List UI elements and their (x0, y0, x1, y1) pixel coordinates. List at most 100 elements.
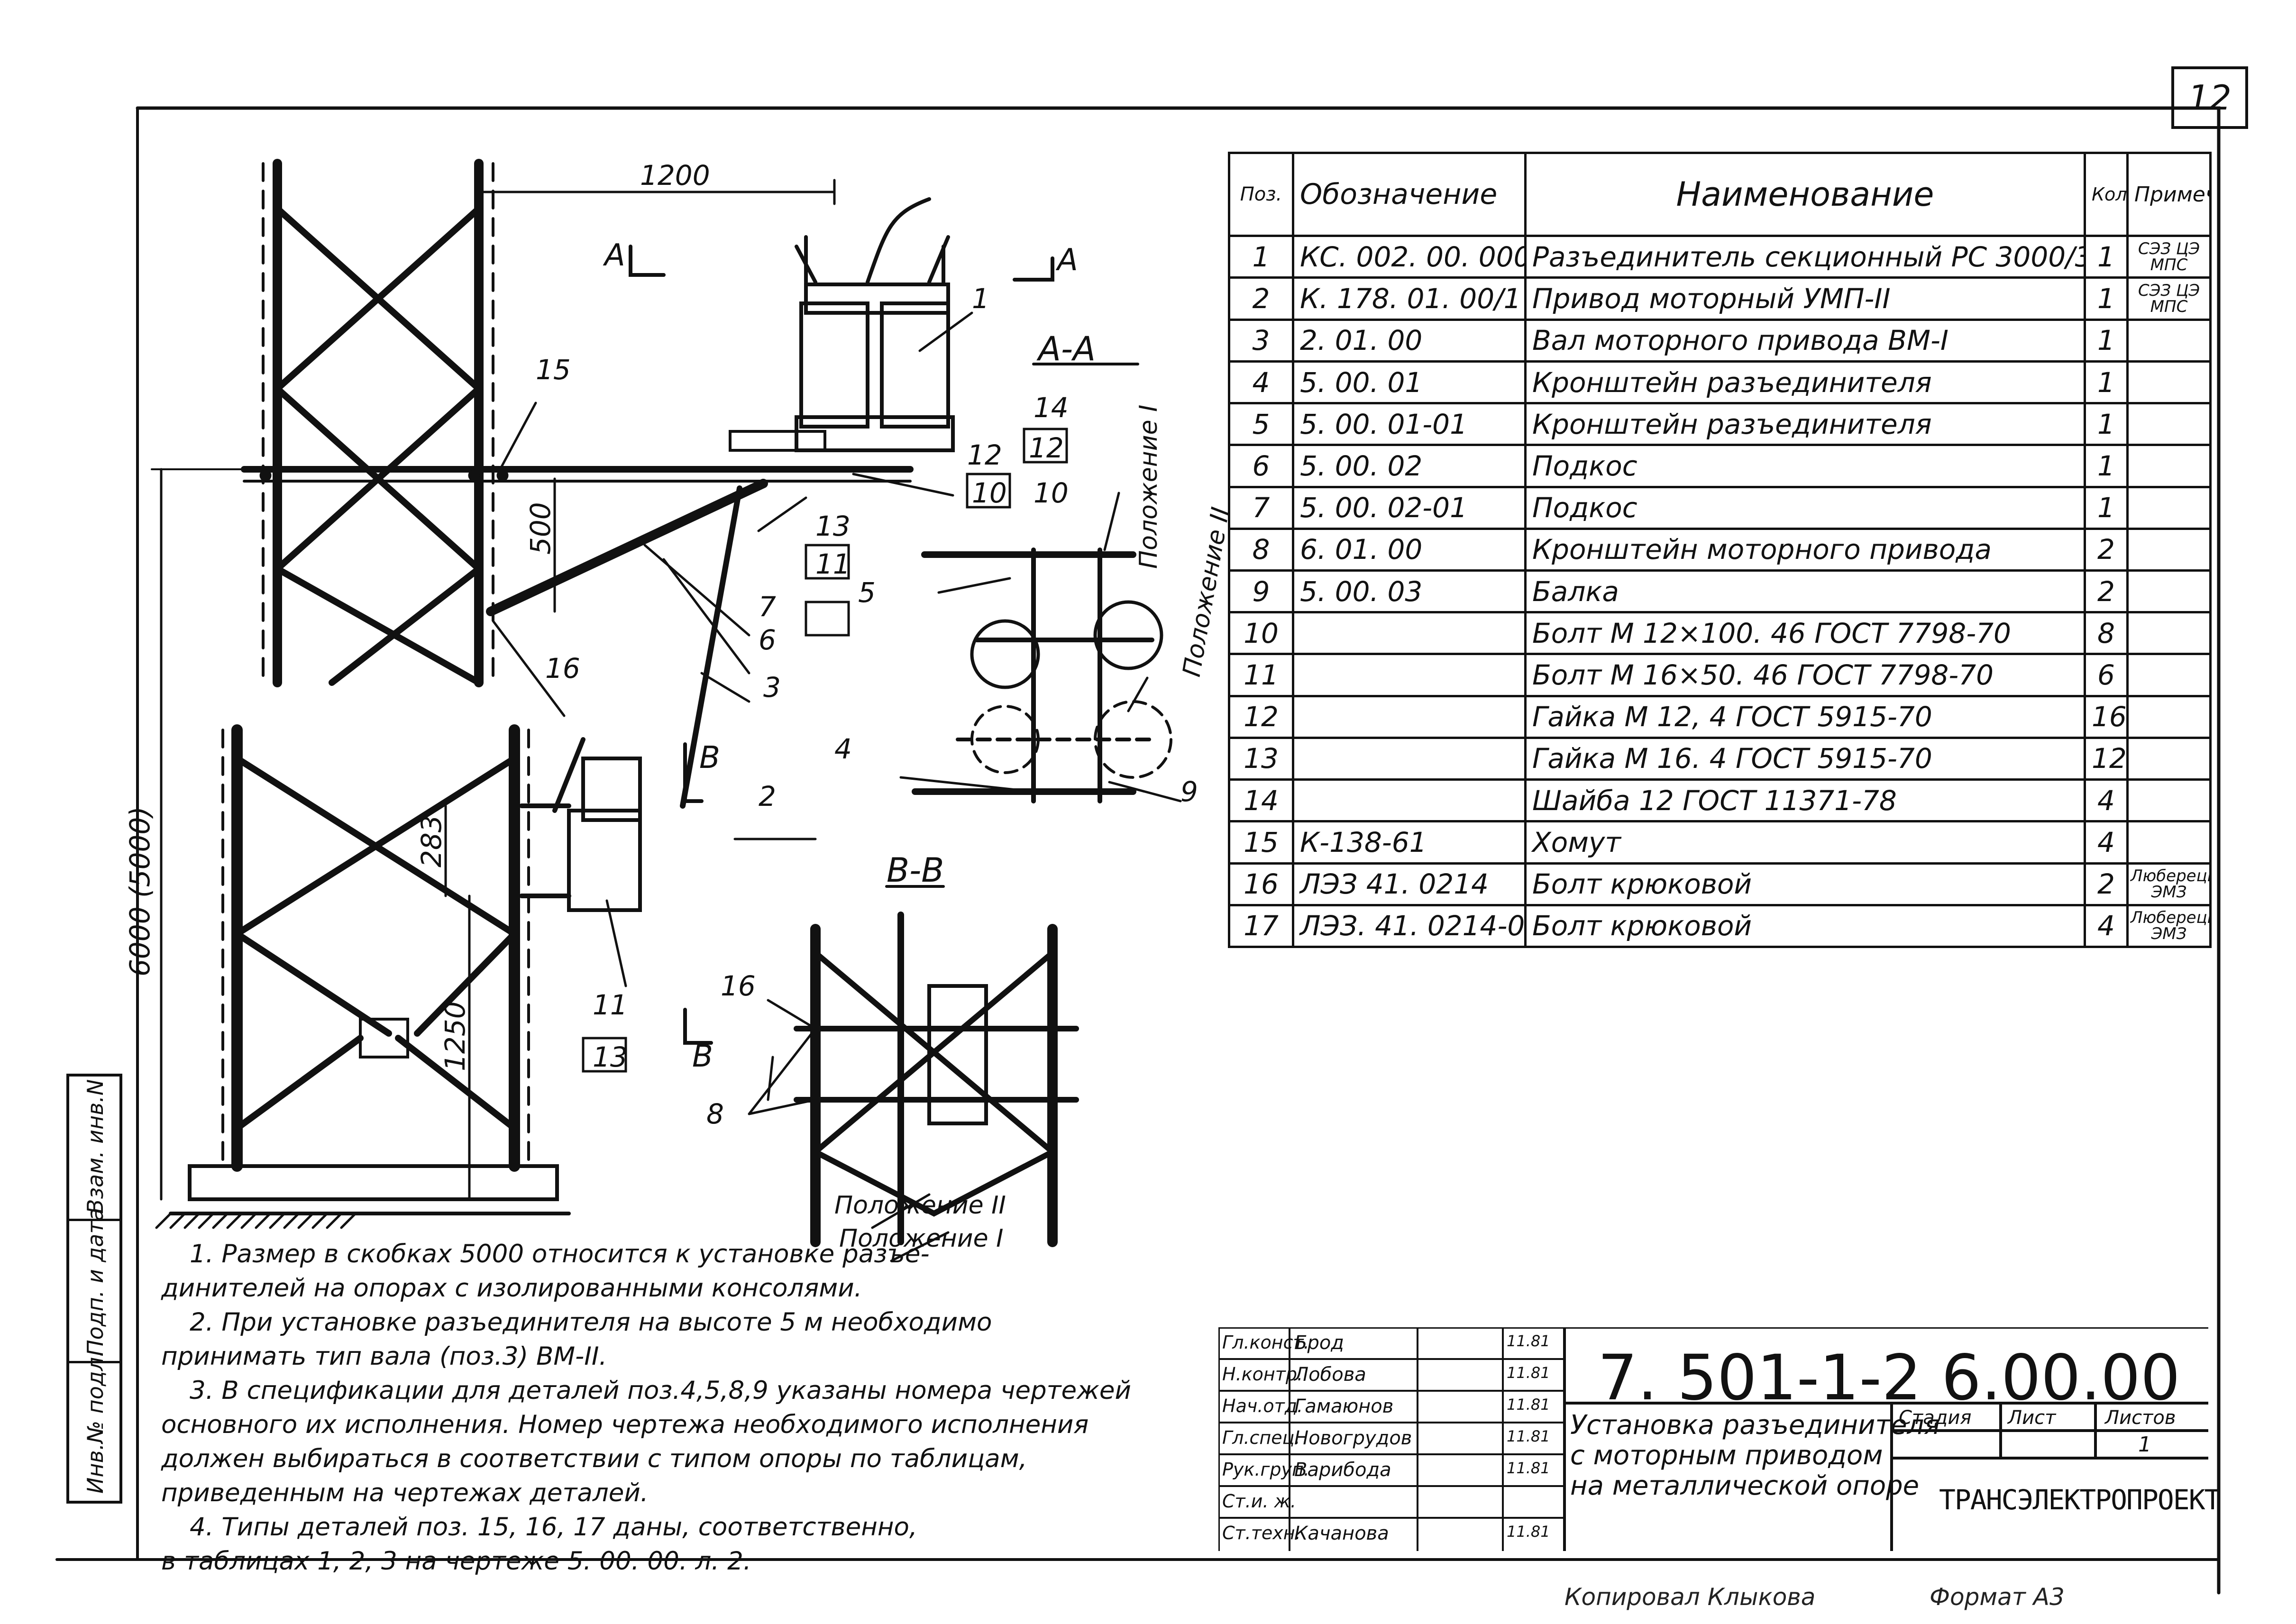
spec-pos: 9 (1228, 569, 1294, 614)
title-block-grid (1218, 1327, 2208, 1551)
callout-12b: 12 (967, 439, 1002, 471)
position-1-label: Положение I (1134, 405, 1163, 569)
spec-note (2126, 527, 2212, 572)
callout-15: 15 (536, 354, 571, 386)
section-a-mark-left: А (603, 238, 625, 273)
title-line: на металлической опоре (1570, 1470, 1920, 1501)
spec-designation: 5. 00. 02-01 (1292, 485, 1527, 530)
spec-note (2126, 820, 2212, 865)
signature-role: Рук.груп. (1222, 1459, 1309, 1480)
spec-pos: 13 (1228, 736, 1294, 781)
note-line: в таблицах 1, 2, 3 на чертеже 5. 00. 00.… (161, 1547, 751, 1576)
spec-qty: 1 (2084, 402, 2129, 447)
note-line: 4. Типы деталей поз. 15, 16, 17 даны, со… (190, 1513, 917, 1542)
dim-1200: 1200 (640, 159, 710, 192)
drawing-code: 7. 501-1-2 6.00.00 (1598, 1341, 2180, 1414)
side-stamp-cell: Инв.№ подл. (69, 1350, 119, 1498)
signature-name: Новогрудов (1294, 1427, 1412, 1449)
spec-name: Болт М 12×100. 46 ГОСТ 7798-70 (1524, 611, 2086, 656)
dim-6000: 6000 (5000) (124, 806, 156, 976)
spec-designation (1292, 611, 1527, 656)
spec-pos: 10 (1228, 611, 1294, 656)
spec-note (2126, 318, 2212, 363)
signature-role: Гл.спец. (1222, 1427, 1300, 1448)
spec-pos: 16 (1228, 862, 1294, 906)
spec-note (2126, 694, 2212, 739)
spec-pos: 8 (1228, 527, 1294, 572)
sheets-label: Листов (2105, 1407, 2176, 1429)
header-note: Примеч. (2126, 151, 2212, 237)
side-stamp: Взам. инв.N Подп. и дата Инв.№ подл. (66, 1074, 122, 1504)
spec-pos: 6 (1228, 444, 1294, 488)
side-stamp-label: Взам. инв.N (82, 1079, 108, 1214)
spec-pos: 17 (1228, 903, 1294, 949)
position-1-label-bb: Положение I (839, 1224, 1003, 1253)
side-stamp-label: Подп. и дата (82, 1207, 108, 1356)
stage-label: Стадия (1899, 1407, 1972, 1429)
signature-name: Лобова (1294, 1364, 1366, 1386)
spec-designation: 5. 00. 02 (1292, 444, 1527, 488)
side-stamp-cell: Взам. инв.N (69, 1077, 119, 1221)
signature-date: 11.81 (1507, 1523, 1550, 1541)
note-line: 3. В спецификации для деталей поз.4,5,8,… (190, 1376, 1131, 1405)
signature-name: Брод (1294, 1332, 1344, 1354)
spec-note: СЭЗ ЦЭ МПС (2126, 276, 2212, 321)
spec-name: Кронштейн моторного привода (1524, 527, 2086, 572)
spec-designation (1292, 694, 1527, 739)
spec-name: Болт крюковой (1524, 903, 2086, 949)
signature-date: 11.81 (1507, 1332, 1550, 1350)
spec-name: Гайка М 16. 4 ГОСТ 5915-70 (1524, 736, 2086, 781)
spec-pos: 3 (1228, 318, 1294, 363)
note-line: основного их исполнения. Номер чертежа н… (161, 1410, 1089, 1439)
spec-name: Подкос (1524, 444, 2086, 488)
spec-qty: 1 (2084, 318, 2129, 363)
section-b-mark-bottom: В (692, 1039, 713, 1074)
spec-qty: 1 (2084, 485, 2129, 530)
callout-13: 13 (815, 510, 851, 542)
position-2-label-bb: Положение II (834, 1191, 1006, 1220)
spec-name: Кронштейн разъединителя (1524, 402, 2086, 447)
spec-qty: 1 (2084, 360, 2129, 405)
spec-name: Болт М 16×50. 46 ГОСТ 7798-70 (1524, 653, 2086, 697)
spec-designation: К-138-61 (1292, 820, 1527, 865)
callout-13b: 13 (593, 1041, 628, 1073)
callout-10: 10 (972, 477, 1007, 509)
dim-1250: 1250 (439, 1001, 471, 1071)
spec-pos: 12 (1228, 694, 1294, 739)
spec-qty: 16 (2084, 694, 2129, 739)
copied-by: Копировал Клыкова (1564, 1583, 1816, 1611)
note-line: динителей на опорах с изолированными кон… (161, 1274, 862, 1303)
callout-8: 8 (706, 1098, 724, 1130)
title-line: с моторным приводом (1570, 1440, 1883, 1471)
callout-9: 9 (1180, 776, 1198, 808)
note-line: приведенным на чертежах деталей. (161, 1478, 649, 1507)
spec-note (2126, 653, 2212, 697)
spec-pos: 14 (1228, 778, 1294, 823)
spec-note (2126, 569, 2212, 614)
sheet-label: Лист (2008, 1407, 2056, 1429)
note-line: принимать тип вала (поз.3) ВМ-II. (161, 1342, 607, 1371)
signature-role: Нач.отд. (1222, 1396, 1303, 1416)
spec-note (2126, 485, 2212, 530)
note-line: должен выбираться в соответствии с типом… (161, 1444, 1027, 1473)
signature-name: Варибода (1294, 1459, 1391, 1481)
spec-name: Балка (1524, 569, 2086, 614)
spec-qty: 4 (2084, 903, 2129, 949)
spec-note (2126, 402, 2212, 447)
callout-14: 14 (1034, 392, 1069, 424)
note-line: 2. При установке разъединителя на высоте… (190, 1308, 992, 1337)
spec-qty: 4 (2084, 820, 2129, 865)
callout-7: 7 (759, 591, 776, 623)
spec-name: Шайба 12 ГОСТ 11371-78 (1524, 778, 2086, 823)
spec-note: Люберецкий ЭМЗ (2126, 862, 2212, 906)
